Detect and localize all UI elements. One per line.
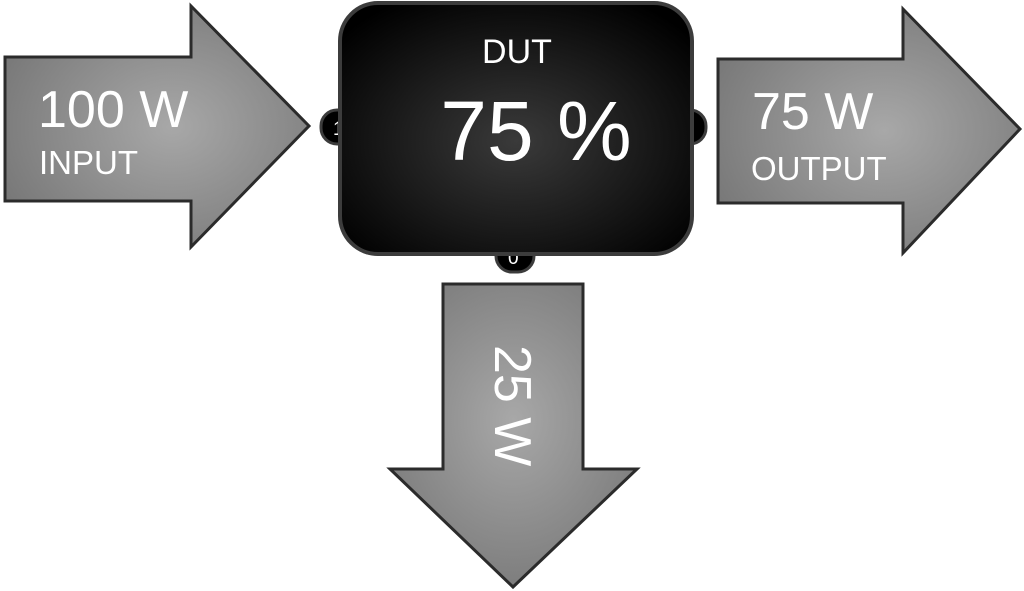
output-label: OUTPUT — [751, 150, 887, 187]
output-arrow: 75 W OUTPUT — [716, 5, 1023, 257]
loss-value: 25 W — [483, 345, 541, 466]
loss-arrow: 25 W — [386, 282, 641, 590]
input-value: 100 W — [38, 81, 188, 139]
dut-efficiency: 75 % — [440, 84, 631, 178]
port-loss-label: 0 — [508, 248, 519, 269]
input-label: INPUT — [39, 144, 138, 181]
output-value: 75 W — [752, 83, 873, 141]
dut-title: DUT — [482, 33, 552, 71]
dut-box: DUT 75 % — [338, 1, 694, 256]
input-arrow: 100 W INPUT — [3, 2, 312, 251]
